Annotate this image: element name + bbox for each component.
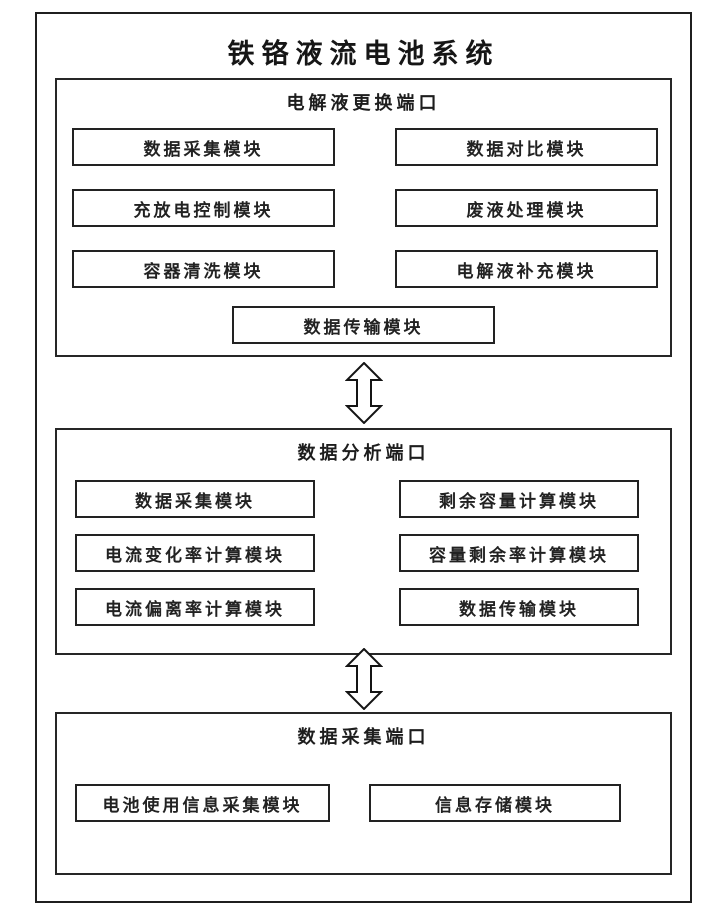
section-title: 电解液更换端口	[286, 93, 441, 114]
module-container-cleaning: 容器清洗模块	[72, 250, 335, 288]
double-vertical-arrow-icon	[344, 361, 383, 425]
section-data-collection-port: 数据采集端口 电池使用信息采集模块 信息存储模块	[55, 712, 672, 875]
module-data-transmission: 数据传输模块	[399, 588, 639, 626]
section-data-analysis-port: 数据分析端口 数据采集模块 剩余容量计算模块 电流变化率计算模块 容量剩余率计算…	[55, 428, 672, 655]
section-title: 数据分析端口	[297, 443, 430, 464]
module-data-collection: 数据采集模块	[75, 480, 315, 518]
module-grid: 电池使用信息采集模块 信息存储模块	[75, 784, 621, 822]
module-charge-discharge-control: 充放电控制模块	[72, 189, 335, 227]
section-title: 数据采集端口	[297, 727, 430, 748]
module-electrolyte-replenishment: 电解液补充模块	[395, 250, 658, 288]
module-data-collection: 数据采集模块	[72, 128, 335, 166]
diagram-frame: 铁铬液流电池系统 电解液更换端口 数据采集模块 数据对比模块 充放电控制模块 废…	[35, 12, 692, 903]
module-data-transmission: 数据传输模块	[232, 306, 495, 344]
module-waste-liquid-treatment: 废液处理模块	[395, 189, 658, 227]
section-electrolyte-replacement-port: 电解液更换端口 数据采集模块 数据对比模块 充放电控制模块 废液处理模块 容器清…	[55, 78, 672, 357]
diagram-title: 铁铬液流电池系统	[227, 39, 500, 70]
module-current-deviation-rate-calc: 电流偏离率计算模块	[75, 588, 315, 626]
module-remaining-capacity-calc: 剩余容量计算模块	[399, 480, 639, 518]
module-data-comparison: 数据对比模块	[395, 128, 658, 166]
module-info-storage: 信息存储模块	[369, 784, 621, 822]
double-vertical-arrow-icon	[344, 647, 383, 711]
module-grid: 数据采集模块 剩余容量计算模块 电流变化率计算模块 容量剩余率计算模块 电流偏离…	[75, 480, 639, 626]
module-capacity-remaining-rate-calc: 容量剩余率计算模块	[399, 534, 639, 572]
module-current-change-rate-calc: 电流变化率计算模块	[75, 534, 315, 572]
module-battery-usage-info-collection: 电池使用信息采集模块	[75, 784, 330, 822]
module-grid: 数据采集模块 数据对比模块 充放电控制模块 废液处理模块 容器清洗模块 电解液补…	[72, 128, 658, 288]
